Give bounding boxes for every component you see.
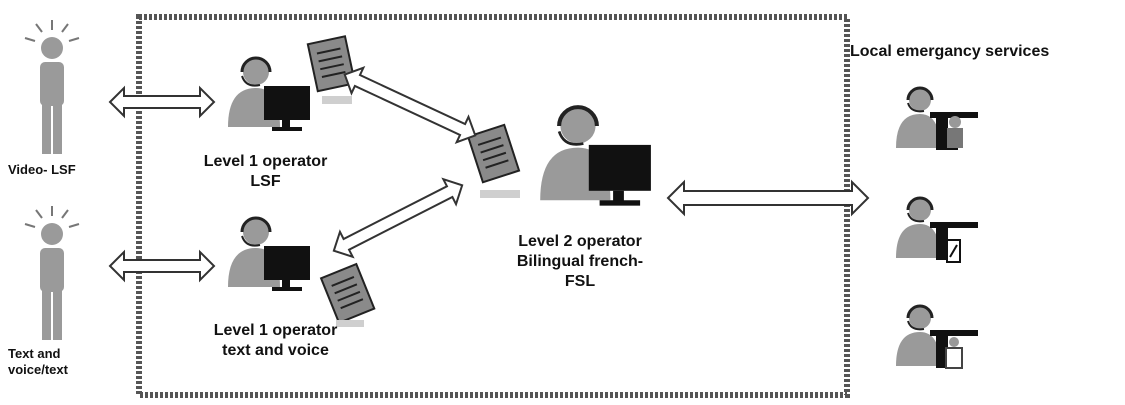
fire-extinguisher-responder-icon (894, 196, 980, 262)
user-text-label: Text and voice/text (8, 346, 68, 378)
operator-text-label: Level 1 operator text and voice (213, 322, 338, 359)
document-icon (320, 263, 376, 324)
double-arrow (343, 66, 477, 144)
operator-lsf-label: Level 1 operator LSF (203, 153, 328, 190)
operator-level2-label: Level 2 operator Bilingual french- FSL (516, 233, 644, 290)
double-arrow (666, 179, 870, 217)
operator-headset-icon (226, 216, 312, 293)
person-alert-icon (24, 19, 80, 155)
police-responder-icon (894, 86, 980, 152)
operator-headset-icon (226, 56, 312, 133)
document-icon (467, 123, 521, 184)
double-arrow (332, 177, 464, 259)
person-alert-icon (24, 205, 80, 341)
user-video-label: Video- LSF (8, 162, 76, 177)
double-arrow (108, 249, 216, 283)
local-services-title: Local emergancy services (850, 43, 1050, 60)
double-arrow (108, 85, 216, 119)
operator-headset-icon (540, 107, 651, 206)
medical-responder-icon (894, 304, 980, 370)
